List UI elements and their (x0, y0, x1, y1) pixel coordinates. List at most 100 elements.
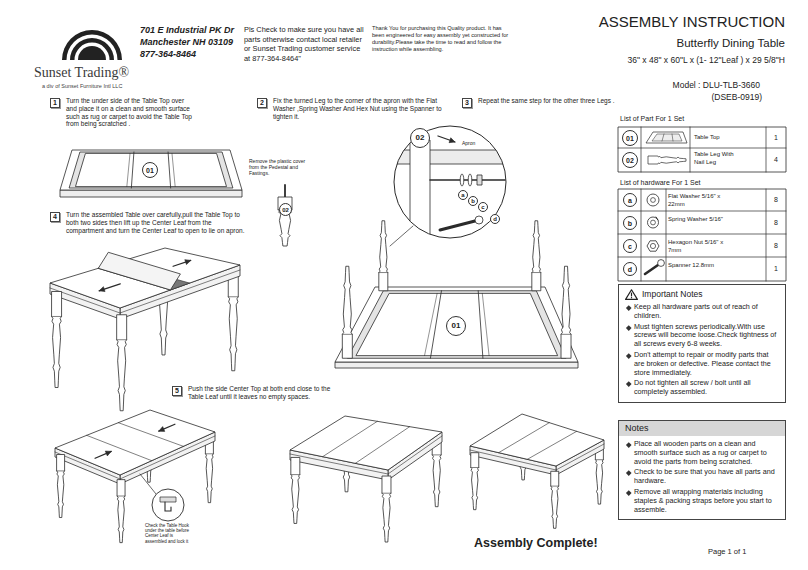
bullet-mark (626, 442, 631, 447)
table-leg (117, 315, 127, 411)
warning-icon (625, 289, 638, 300)
apron-inner (356, 293, 558, 355)
leg-ring (379, 272, 388, 273)
document-title: ASSEMBLY INSTRUCTION (599, 13, 785, 31)
quantity-cell: 8 (767, 196, 785, 204)
direction-arrow (438, 136, 455, 142)
leg-top-block (410, 140, 430, 236)
leader-line (140, 474, 156, 494)
warning-mark (631, 297, 632, 298)
callout-circle: d (623, 262, 637, 276)
callout-circle: 02 (279, 203, 292, 216)
step-number-box: 5Push the side Center Top at both end cl… (172, 386, 182, 396)
table-top-icon-line (662, 134, 664, 141)
callout-number: 02 (282, 207, 289, 213)
detail-circle (152, 489, 184, 521)
callout-circle: a (458, 190, 468, 200)
callout-number: a (628, 197, 632, 204)
callout-number: c (481, 204, 484, 210)
callout-number: 01 (452, 322, 461, 330)
table-leg (471, 453, 479, 510)
note-item: Do not tighten all screw / bolt until al… (625, 379, 779, 397)
apron-rail (380, 150, 520, 164)
table-leg (205, 437, 213, 503)
nut-hole (650, 243, 655, 248)
table-heading: List of Part For 1 Set (620, 115, 684, 123)
table-edge (335, 362, 578, 368)
bolt (284, 185, 286, 197)
bullet-mark (626, 305, 631, 310)
step-instruction: Turn the assembled Table over carefully,… (66, 211, 251, 234)
notes-heading-row: Notes (619, 421, 785, 436)
step-instruction: Fix the turned Leg to the corner of the … (273, 97, 448, 120)
leg-ring (551, 486, 559, 487)
leg-ring (117, 496, 125, 497)
step-number-box: 1Turn the under side of the Table Top ov… (50, 98, 60, 108)
table-top-icon-frame (652, 134, 682, 141)
center-leaf (98, 252, 180, 290)
spanner-icon-jaw (658, 260, 665, 267)
table-rule (618, 257, 786, 258)
arrow-head (105, 451, 111, 456)
step-number-box: 4Turn the assembled Table over carefully… (50, 212, 60, 222)
spanner-icon (645, 265, 658, 274)
brand-name: Sunset Trading® (34, 65, 129, 82)
address-line: 701 E Industrial PK Dr (140, 25, 234, 36)
note-text: Place all wooden parts on a clean and sm… (634, 440, 779, 466)
table-rule (766, 189, 767, 281)
callout-number: a (461, 192, 464, 198)
hex-nut (477, 175, 482, 185)
flat-washer-icon (647, 194, 659, 206)
table-rule (641, 189, 642, 281)
note-item: Place all wooden parts on a clean and sm… (625, 440, 779, 466)
warning-mark (631, 293, 632, 297)
leg-ring (205, 453, 213, 454)
callout-number: 02 (626, 157, 634, 164)
callout-circle: d (490, 214, 500, 224)
spring-gap (656, 217, 658, 220)
leaf-joint (527, 431, 576, 459)
table-leg (551, 471, 559, 528)
important-notes-box: Important NotesKeep all hardware parts o… (618, 284, 786, 403)
check-parts-note: Pls Check to make sure you have all part… (244, 25, 366, 63)
compartment-line (168, 152, 171, 188)
note-text: Remove all wrapping materials including … (634, 488, 779, 514)
table-leg (382, 476, 391, 542)
table-cell: Spring Washer 5/16" (668, 216, 724, 224)
table-edge (60, 190, 242, 197)
table-top (50, 248, 240, 308)
callout-circle: a (623, 193, 637, 207)
table-heading: List of hardware For 1 Set (620, 179, 701, 187)
callout-circle: 02 (622, 152, 638, 168)
note-item: Must tighten screws periodically.With us… (625, 323, 779, 349)
table-rule (690, 127, 691, 172)
leg-ring (471, 467, 479, 468)
quantity-cell: 1 (767, 265, 785, 273)
hardware-table-border (618, 189, 786, 281)
callout-number: b (628, 220, 632, 227)
table-leg (117, 480, 125, 543)
note-item: Check to be sure that you have all parts… (625, 468, 779, 486)
quantity-cell: 8 (767, 242, 785, 250)
spring-washer-icon (648, 217, 659, 228)
table-leg-icon (648, 156, 686, 164)
thank-you-note: Thank You for purchasing this Quality pr… (372, 25, 512, 53)
table-leg (291, 457, 300, 523)
callout-number: 01 (146, 167, 154, 174)
direction-arrow (159, 424, 175, 431)
table-leg (228, 271, 238, 371)
page-number: Page 1 of 1 (708, 547, 746, 556)
leg-ring (595, 459, 603, 460)
washer-hole (651, 198, 656, 203)
leaf-joint (118, 423, 183, 447)
bullet-mark (626, 353, 631, 358)
leg-ring (532, 272, 541, 273)
note-text: Don't attempt to repair or modify parts … (634, 351, 779, 377)
callout-circle: c (623, 239, 637, 253)
callout-circle: 01 (142, 162, 158, 178)
table-hook-plate (160, 497, 176, 502)
callout-circle: 01 (446, 316, 466, 336)
step-number-box: 2Fix the turned Leg to the corner of the… (257, 98, 267, 108)
table-cell: Spanner 12.8mm (668, 262, 724, 270)
